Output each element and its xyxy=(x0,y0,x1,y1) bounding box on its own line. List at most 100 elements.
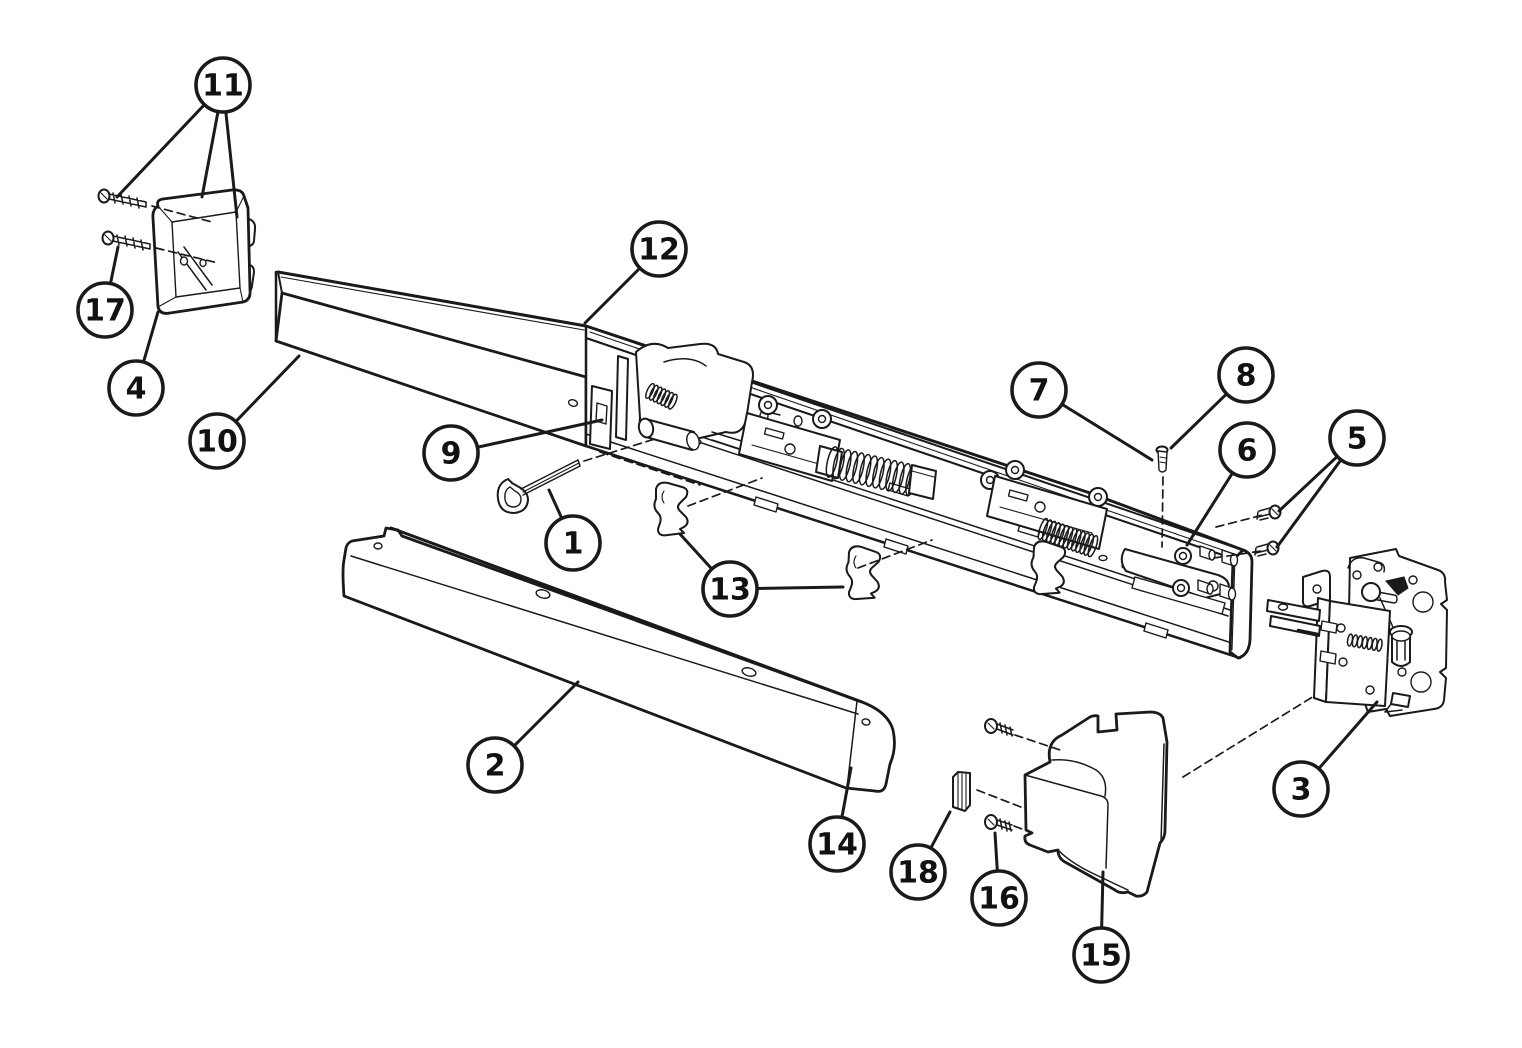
spring-coil xyxy=(871,456,885,489)
spring-coil xyxy=(652,386,663,403)
callout-4-circle xyxy=(107,359,165,417)
callout-14-circle xyxy=(808,815,866,873)
callout-12-leader xyxy=(583,266,642,325)
spring-coil xyxy=(1070,529,1082,552)
callout-2-circle xyxy=(466,736,524,794)
callout-1-number: 1 xyxy=(563,527,584,562)
callout-13-circle xyxy=(701,560,759,618)
spring-coil xyxy=(898,462,912,495)
callout-5-leader xyxy=(1277,454,1339,513)
callout-9-circle xyxy=(422,424,480,482)
callout-13-leader xyxy=(678,532,714,571)
spring-coil xyxy=(1376,638,1383,652)
callout-15-circle xyxy=(1072,926,1130,984)
callout-11-leader xyxy=(115,103,206,199)
callout-16-circle xyxy=(970,869,1028,927)
callout-9-leader xyxy=(475,418,604,449)
callout-12-number: 12 xyxy=(638,233,680,268)
clip-2 xyxy=(843,544,882,602)
drive-spring xyxy=(645,382,678,410)
spring-1 xyxy=(825,446,937,500)
callout-11-leader xyxy=(224,110,239,219)
callout-18-number: 18 xyxy=(897,856,939,891)
callout-13-number: 13 xyxy=(709,573,751,608)
spring-coil xyxy=(865,455,879,488)
spring-coil xyxy=(660,390,671,407)
callout-5-number: 5 xyxy=(1347,422,1368,457)
screw-5a xyxy=(1256,504,1282,521)
callout-2-leader xyxy=(512,680,580,748)
spring-coil xyxy=(664,391,675,408)
spring-coil xyxy=(1087,534,1099,558)
spring-coil xyxy=(845,450,859,483)
cover-insert xyxy=(952,771,971,812)
callout-17-circle xyxy=(76,281,134,339)
spring-coil xyxy=(1066,527,1078,551)
spring-coil xyxy=(1083,533,1095,556)
clip-1 xyxy=(653,481,689,537)
callout-15-leader xyxy=(1100,870,1105,930)
screw-5b xyxy=(1254,540,1280,557)
spring-coil xyxy=(1037,517,1049,541)
dogging-pin xyxy=(1155,445,1169,473)
callout-10-leader xyxy=(234,354,301,424)
callout-16-leader xyxy=(993,831,999,873)
callout-5-circle xyxy=(1328,409,1386,467)
callout-17-leader xyxy=(108,245,120,286)
spring-coil xyxy=(891,461,905,494)
callout-15-number: 15 xyxy=(1080,939,1122,974)
spring-coil xyxy=(885,459,899,492)
callout-17-number: 17 xyxy=(84,294,126,329)
callout-7-leader xyxy=(1060,402,1154,462)
spring-coil xyxy=(1079,532,1091,555)
callout-6-number: 6 xyxy=(1237,434,1258,469)
callout-10-number: 10 xyxy=(196,425,238,460)
spring-coil xyxy=(838,449,852,481)
spring-coil xyxy=(825,446,839,478)
clip-2-dash xyxy=(857,539,933,569)
spring-coil xyxy=(878,458,892,491)
end-cap-assembly xyxy=(97,188,257,315)
spring-coil xyxy=(656,388,667,405)
callout-1-leader xyxy=(547,488,564,520)
callout-11-number: 11 xyxy=(202,69,244,104)
callout-11-leader xyxy=(200,110,220,199)
callout-7-circle xyxy=(1010,361,1068,419)
screw-5a-dash xyxy=(1215,514,1264,528)
callout-6-leader xyxy=(1185,471,1235,547)
callout-4-leader xyxy=(142,310,160,364)
callout-3-number: 3 xyxy=(1291,773,1312,808)
callout-3-circle xyxy=(1272,760,1330,818)
callout-8-circle xyxy=(1217,346,1275,404)
cover-screw-16 xyxy=(984,814,1013,832)
callout-18-leader xyxy=(929,810,952,850)
callout-16-number: 16 xyxy=(978,882,1020,917)
callout-2-number: 2 xyxy=(485,749,506,784)
spring-coil xyxy=(852,452,865,485)
callout-10-circle xyxy=(188,412,246,470)
callout-8-leader xyxy=(1169,392,1229,450)
spring-coil xyxy=(667,393,678,410)
spring-coil xyxy=(645,382,655,400)
callout-7-number: 7 xyxy=(1029,374,1050,409)
callout-14-number: 14 xyxy=(816,828,858,863)
latch-assembly xyxy=(1182,548,1448,778)
callout-6-circle xyxy=(1218,421,1276,479)
callout-3-leader xyxy=(1317,700,1379,771)
callout-14-leader xyxy=(840,766,853,819)
screw-5b-dash xyxy=(1213,550,1262,559)
callout-9-number: 9 xyxy=(441,437,462,472)
lever-arm xyxy=(1120,545,1239,615)
cap-screw-1 xyxy=(97,188,147,209)
clip-1-dash xyxy=(687,477,763,507)
spring-coil xyxy=(858,453,872,486)
drive-mechanism xyxy=(589,342,803,452)
spring-coil xyxy=(832,447,846,480)
push-bar xyxy=(341,526,896,793)
cover-screw-top xyxy=(984,718,1014,737)
cover-assembly xyxy=(952,710,1169,898)
drive-cylinder xyxy=(637,417,700,451)
